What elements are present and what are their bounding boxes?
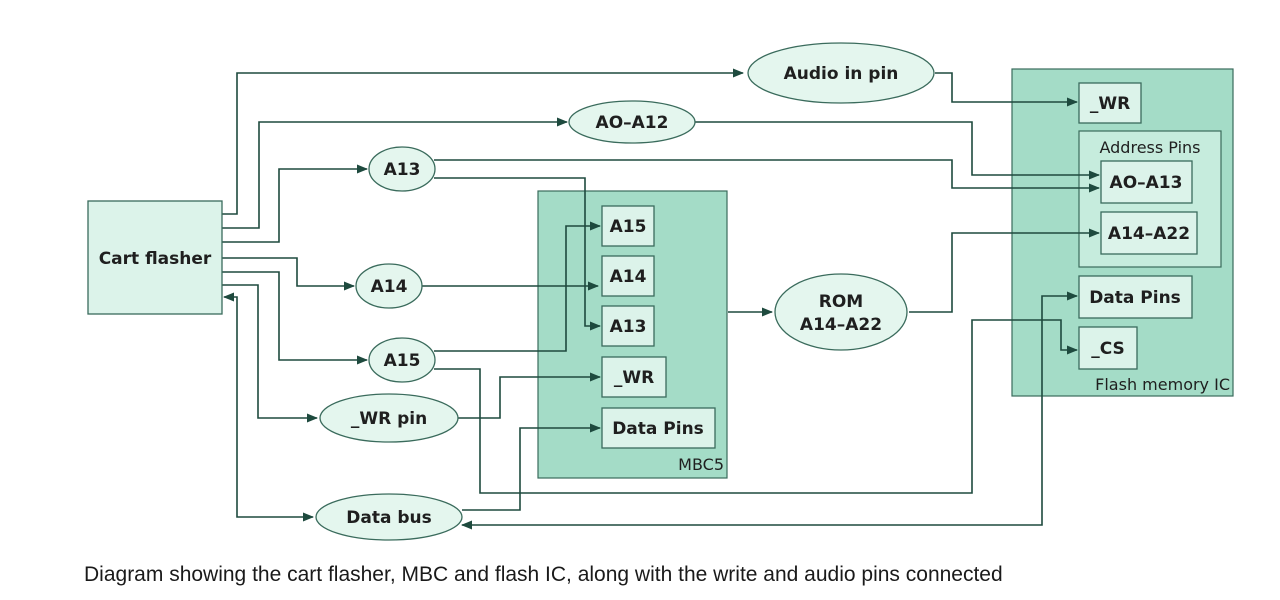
a0-a12-node: AO–A12 [568,100,696,144]
mbc-pin-wr-label: _WR [614,368,654,388]
flash-pin-data-label: Data Pins [1089,288,1181,308]
caption-fade [1080,548,1280,592]
wires [222,68,1101,530]
mbc-pin-data: Data Pins [601,407,716,449]
wire-a13-out [222,164,369,243]
wire-a0a12-out [222,117,569,229]
wire-audio-out [222,68,745,215]
mbc-pin-a13: A13 [601,305,655,347]
a15-label: A15 [384,351,421,371]
wire-audio-flashwr [935,72,1079,107]
wire-a13-flash [434,159,1101,193]
wire-a0a12-flash [695,121,1101,180]
flash-pin-a14-a22-label: A14–A22 [1108,224,1190,244]
flash-pin-data: Data Pins [1078,275,1193,319]
wire-rom-flash [909,228,1101,313]
cart-flasher-label: Cart flasher [99,249,212,269]
flash-pin-a0-a13: AO–A13 [1100,160,1193,204]
mbc-pin-data-label: Data Pins [612,419,704,439]
flash-pin-cs: _CS [1078,326,1138,370]
mbc-pin-a15-label: A15 [610,217,647,237]
a15-node: A15 [368,337,436,383]
a14-node: A14 [355,263,423,309]
cart-flasher-box: Cart flasher [87,200,223,315]
flash-pin-a14-a22: A14–A22 [1100,211,1198,255]
wire-flashdata-databus [460,291,1079,530]
figure-caption: Diagram showing the cart flasher, MBC an… [84,563,1003,586]
mbc5-title: MBC5 [678,455,724,474]
audio-in-pin-node: Audio in pin [747,42,935,104]
address-pins-title: Address Pins [1099,138,1200,157]
flash-pin-a0-a13-label: AO–A13 [1110,173,1183,193]
wr-pin-node: _WR pin [319,393,459,443]
mbc-pin-wr: _WR [601,356,667,398]
flash-pin-wr-label: _WR [1090,94,1130,114]
data-bus-node: Data bus [315,493,463,541]
mbc-pin-a14: A14 [601,255,655,297]
data-bus-label: Data bus [346,508,432,528]
rom-node: ROM A14–A22 [774,273,908,351]
a13-node: A13 [368,146,436,192]
rom-label-line2: A14–A22 [800,315,882,335]
flash-title: Flash memory IC [1095,375,1230,394]
mbc-pin-a15: A15 [601,205,655,247]
a0-a12-label: AO–A12 [596,113,669,133]
a13-label: A13 [384,160,421,180]
wire-a14-out [222,257,356,291]
wire-a15-cs [434,319,1079,494]
audio-in-pin-label: Audio in pin [784,64,899,84]
wire-databus [222,292,315,522]
a14-label: A14 [371,277,408,297]
mbc-pin-a14-label: A14 [610,267,647,287]
rom-label-line1: ROM [819,292,863,312]
wr-pin-label: _WR pin [351,409,427,429]
mbc-pin-a13-label: A13 [610,317,647,337]
flash-pin-wr: _WR [1078,82,1142,124]
flash-pin-cs-label: _CS [1091,339,1125,359]
